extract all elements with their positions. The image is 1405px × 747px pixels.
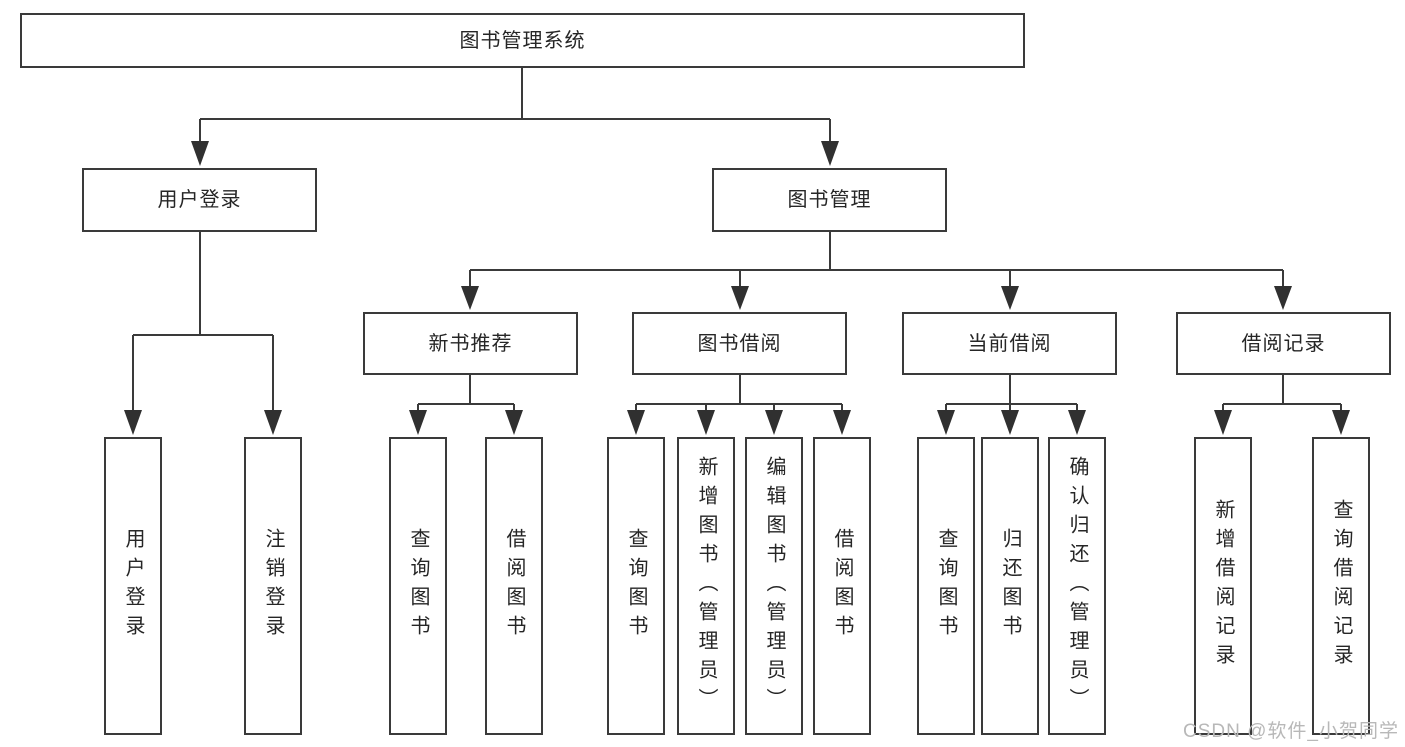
node-label: 新增借阅记录	[1212, 499, 1234, 673]
node-leaf-query-books-current: 查询图书	[917, 437, 975, 735]
node-label: 当前借阅	[967, 332, 1052, 355]
node-leaf-query-borrow-record: 查询借阅记录	[1312, 437, 1370, 735]
connector-current-borrow-to-leaves	[945, 375, 1078, 415]
node-label: 新增图书（管理员）	[695, 455, 717, 717]
node-leaf-user-login: 用户登录	[104, 437, 162, 735]
node-label: 借阅图书	[831, 528, 853, 644]
node-label: 用户登录	[157, 189, 242, 211]
arrowhead	[1214, 410, 1232, 435]
node-leaf-logout: 注销登录	[244, 437, 302, 735]
arrowhead	[409, 410, 427, 435]
node-label: 图书管理	[787, 189, 872, 211]
arrowhead	[1068, 410, 1086, 435]
node-label: 借阅记录	[1241, 332, 1326, 355]
node-leaf-add-borrow-record: 新增借阅记录	[1194, 437, 1252, 735]
arrowhead	[505, 410, 523, 435]
arrowhead	[1332, 410, 1350, 435]
arrowhead	[1001, 286, 1019, 310]
node-label: 查询借阅记录	[1330, 499, 1352, 673]
node-user-login: 用户登录	[82, 168, 317, 232]
arrowhead	[765, 410, 783, 435]
arrowhead	[731, 286, 749, 310]
node-leaf-confirm-return-admin: 确认归还（管理员）	[1048, 437, 1106, 735]
arrowhead	[191, 141, 209, 166]
node-label: 图书管理系统	[459, 29, 586, 52]
node-label: 图书借阅	[697, 332, 782, 355]
arrowhead	[264, 410, 282, 435]
arrowhead	[461, 286, 479, 310]
node-book-management: 图书管理	[712, 168, 947, 232]
node-root-system: 图书管理系统	[20, 13, 1025, 68]
csdn-watermark: CSDN @软件_小贺同学	[1183, 721, 1399, 742]
arrowhead	[937, 410, 955, 435]
node-leaf-add-books-admin: 新增图书（管理员）	[677, 437, 735, 735]
arrowhead	[1274, 286, 1292, 310]
arrowhead	[124, 410, 142, 435]
node-label: 归还图书	[999, 528, 1021, 644]
node-label: 注销登录	[262, 528, 284, 644]
connector-new-book-to-leaves	[417, 375, 515, 415]
node-label: 新书推荐	[428, 332, 513, 355]
node-label: 确认归还（管理员）	[1066, 455, 1088, 717]
node-label: 查询图书	[407, 528, 429, 644]
arrowhead	[821, 141, 839, 166]
arrowhead	[1001, 410, 1019, 435]
connector-borrow-records-to-leaves	[1222, 375, 1342, 415]
node-book-borrow: 图书借阅	[632, 312, 847, 375]
connector-book-management-to-level3	[469, 232, 1284, 290]
node-label: 用户登录	[122, 528, 144, 644]
connector-user-login-to-leaves	[132, 232, 274, 415]
node-leaf-query-books-recommend: 查询图书	[389, 437, 447, 735]
node-leaf-return-books: 归还图书	[981, 437, 1039, 735]
arrowhead	[833, 410, 851, 435]
node-leaf-borrow-books-recommend: 借阅图书	[485, 437, 543, 735]
node-label: 借阅图书	[503, 528, 525, 644]
connector-book-borrow-to-leaves	[635, 375, 843, 415]
node-leaf-query-books-borrow: 查询图书	[607, 437, 665, 735]
node-borrow-records: 借阅记录	[1176, 312, 1391, 375]
node-label: 查询图书	[625, 528, 647, 644]
node-current-borrow: 当前借阅	[902, 312, 1117, 375]
node-label: 编辑图书（管理员）	[763, 455, 785, 717]
node-label: 查询图书	[935, 528, 957, 644]
connector-root-to-level2	[199, 68, 831, 146]
arrowhead	[627, 410, 645, 435]
node-leaf-edit-books-admin: 编辑图书（管理员）	[745, 437, 803, 735]
node-leaf-borrow-books: 借阅图书	[813, 437, 871, 735]
arrowhead	[697, 410, 715, 435]
node-new-book-recommend: 新书推荐	[363, 312, 578, 375]
